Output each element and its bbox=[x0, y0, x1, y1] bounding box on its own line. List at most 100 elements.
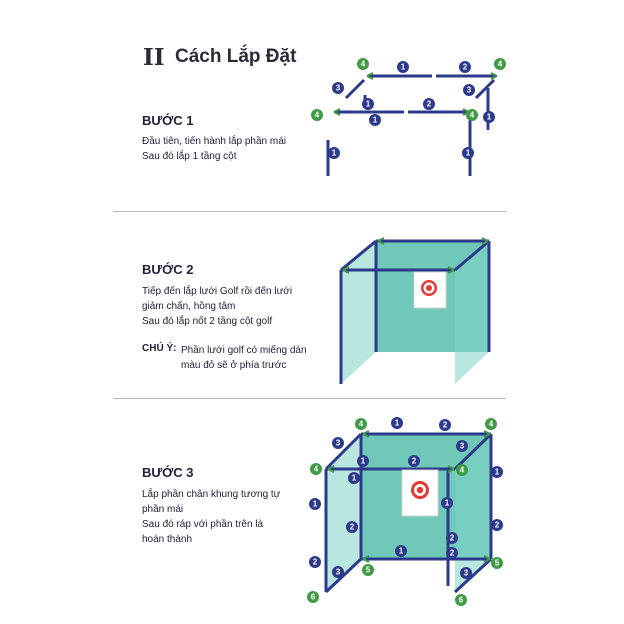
tube-badge: 1 bbox=[348, 472, 360, 484]
tube-badge: 1 bbox=[441, 497, 453, 509]
svg-text:1: 1 bbox=[332, 149, 337, 158]
svg-text:1: 1 bbox=[466, 149, 471, 158]
svg-text:1: 1 bbox=[395, 419, 400, 428]
frame-tubes bbox=[326, 74, 496, 176]
tube-badge: 2 bbox=[346, 521, 358, 533]
svg-text:2: 2 bbox=[412, 457, 417, 466]
connector-badge: 4 bbox=[456, 464, 468, 476]
connector-badge: 6 bbox=[455, 594, 467, 606]
step-1-description: Đầu tiên, tiến hành lắp phần mái Sau đó … bbox=[142, 134, 286, 164]
svg-text:4: 4 bbox=[315, 111, 320, 120]
svg-text:2: 2 bbox=[313, 558, 318, 567]
step-2-line: Sau đó lắp nốt 2 tầng cột golf bbox=[142, 316, 273, 327]
svg-text:2: 2 bbox=[350, 523, 355, 532]
tube-badge: 1 bbox=[328, 147, 340, 159]
svg-text:6: 6 bbox=[311, 593, 316, 602]
section-numeral: II bbox=[143, 44, 165, 71]
svg-text:4: 4 bbox=[314, 465, 319, 474]
tube-badge: 1 bbox=[483, 111, 495, 123]
connector-badge: 4 bbox=[355, 418, 367, 430]
section-title: Cách Lắp Đặt bbox=[175, 46, 297, 67]
svg-text:1: 1 bbox=[399, 547, 404, 556]
tube-badge: 1 bbox=[357, 455, 369, 467]
step-1-heading: BƯỚC 1 bbox=[142, 113, 194, 128]
tube-badge: 3 bbox=[332, 566, 344, 578]
frame-tubes bbox=[324, 432, 493, 594]
svg-text:1: 1 bbox=[401, 63, 406, 72]
step-3-line: hoàn thành bbox=[142, 534, 193, 545]
tube-badge: 2 bbox=[446, 532, 458, 544]
divider bbox=[113, 398, 506, 399]
step-2-note-label: CHÚ Ý: bbox=[142, 343, 177, 354]
svg-text:4: 4 bbox=[470, 111, 475, 120]
step-3-line: phần mái bbox=[142, 504, 184, 515]
svg-text:4: 4 bbox=[498, 60, 503, 69]
tube-badge: 2 bbox=[423, 98, 435, 110]
target-icon bbox=[411, 481, 429, 499]
svg-text:3: 3 bbox=[336, 568, 341, 577]
svg-text:2: 2 bbox=[443, 421, 448, 430]
svg-text:3: 3 bbox=[336, 84, 341, 93]
svg-text:4: 4 bbox=[489, 420, 494, 429]
tube-badge: 3 bbox=[463, 84, 475, 96]
tube-badge: 1 bbox=[369, 114, 381, 126]
step-2-note: Phần lưới golf có miếng dán màu đỏ sẽ ở … bbox=[181, 343, 307, 373]
tube-badge: 3 bbox=[332, 82, 344, 94]
step-2-line: giảm chấn, hồng tâm bbox=[142, 301, 236, 312]
frame-tubes bbox=[339, 239, 491, 384]
step-3-line: Lắp phần chân khung tương tự bbox=[142, 489, 281, 500]
svg-text:1: 1 bbox=[352, 474, 357, 483]
svg-text:2: 2 bbox=[450, 534, 455, 543]
divider bbox=[113, 211, 506, 212]
tube-badge: 1 bbox=[309, 498, 321, 510]
side-net bbox=[455, 241, 489, 384]
svg-text:1: 1 bbox=[487, 113, 492, 122]
tube-badge: 1 bbox=[397, 61, 409, 73]
svg-text:1: 1 bbox=[495, 468, 500, 477]
connector-badge: 5 bbox=[491, 557, 503, 569]
tube-badge: 2 bbox=[309, 556, 321, 568]
tube-badge: 1 bbox=[462, 147, 474, 159]
connector-badge: 4 bbox=[311, 109, 323, 121]
connector-badge: 4 bbox=[310, 463, 322, 475]
tube-badge: 3 bbox=[332, 437, 344, 449]
arrow-icon bbox=[327, 430, 491, 563]
svg-text:1: 1 bbox=[445, 499, 450, 508]
connector-badge: 6 bbox=[307, 591, 319, 603]
tube-badge: 1 bbox=[395, 545, 407, 557]
tube-badge: 1 bbox=[391, 417, 403, 429]
step-1-line: Sau đó lắp 1 tầng cột bbox=[142, 151, 237, 162]
side-net bbox=[326, 434, 361, 592]
step-2-note-line: Phần lưới golf có miếng dán bbox=[181, 345, 307, 356]
tube-badge: 2 bbox=[408, 455, 420, 467]
step-3-heading: BƯỚC 3 bbox=[142, 465, 194, 480]
svg-text:4: 4 bbox=[359, 420, 364, 429]
svg-text:4: 4 bbox=[460, 466, 465, 475]
step-2-description: Tiếp đến lắp lưới Golf rồi đến lưới giảm… bbox=[142, 284, 292, 329]
step-3-line: Sau đó ráp với phần trên là bbox=[142, 519, 264, 530]
connector-badge: 4 bbox=[357, 58, 369, 70]
step-3-description: Lắp phần chân khung tương tự phần mái Sa… bbox=[142, 487, 280, 547]
target-icon bbox=[421, 280, 437, 296]
tube-badge: 3 bbox=[456, 440, 468, 452]
connector-badge: 4 bbox=[485, 418, 497, 430]
svg-text:3: 3 bbox=[336, 439, 341, 448]
connector-badge: 5 bbox=[362, 564, 374, 576]
svg-text:6: 6 bbox=[459, 596, 464, 605]
tube-badge: 2 bbox=[491, 519, 503, 531]
svg-text:3: 3 bbox=[467, 86, 472, 95]
svg-text:1: 1 bbox=[313, 500, 318, 509]
side-net bbox=[341, 241, 376, 384]
tube-badge: 2 bbox=[446, 547, 458, 559]
tube-badge: 1 bbox=[362, 98, 374, 110]
svg-text:3: 3 bbox=[464, 569, 469, 578]
svg-text:2: 2 bbox=[450, 549, 455, 558]
tube-badge: 1 bbox=[491, 466, 503, 478]
svg-text:5: 5 bbox=[495, 559, 500, 568]
tube-badge: 2 bbox=[439, 419, 451, 431]
svg-text:2: 2 bbox=[427, 100, 432, 109]
connector-badge: 4 bbox=[466, 109, 478, 121]
tube-badge: 3 bbox=[460, 567, 472, 579]
